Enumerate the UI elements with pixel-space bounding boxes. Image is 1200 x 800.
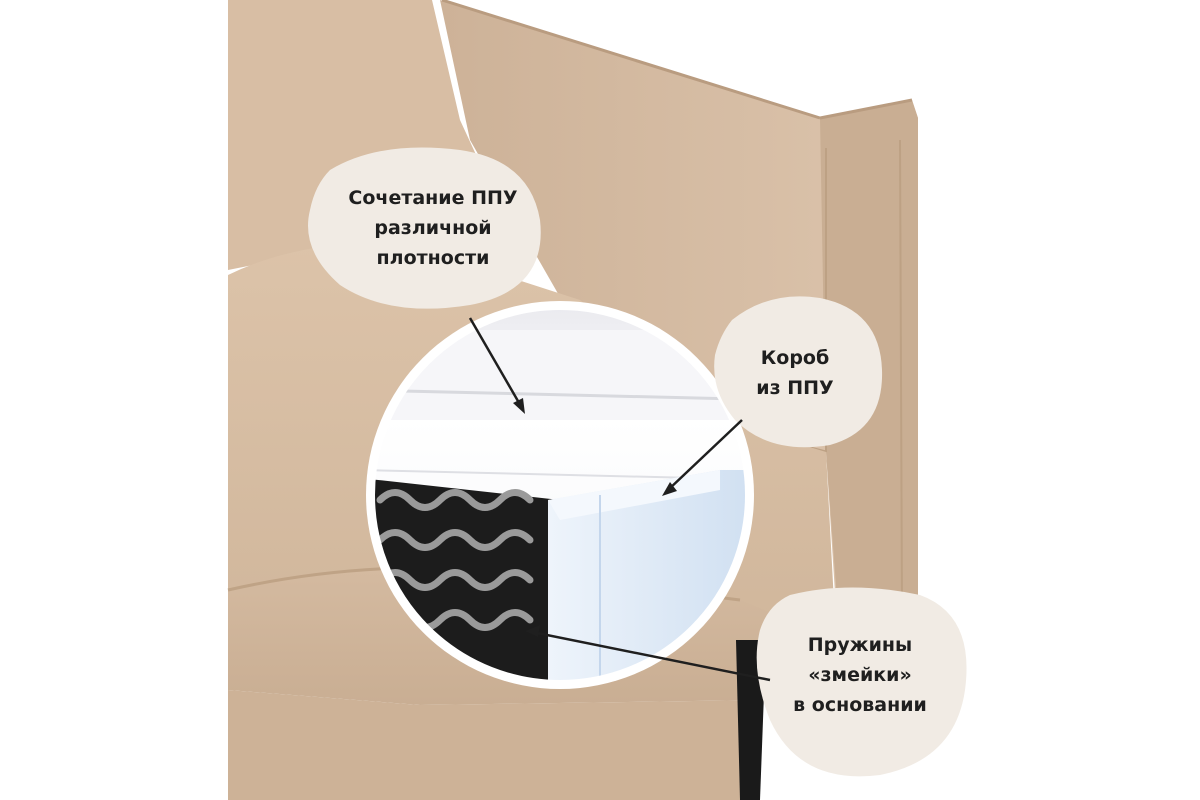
callout-box-line2: из ППУ	[756, 377, 834, 399]
callout-label-box: Короб из ППУ	[730, 343, 860, 403]
cutaway-circle	[366, 301, 754, 689]
sofa-leg	[736, 640, 766, 800]
callout-foam-line1: Сочетание ППУ	[348, 187, 518, 209]
callout-springs-line2: «змейки»	[808, 664, 912, 686]
callout-springs-line1: Пружины	[807, 634, 913, 656]
callout-bubble-foam	[308, 147, 541, 309]
pointer-arrow-box	[662, 419, 743, 496]
callout-bubble-box	[714, 296, 883, 448]
callout-bubble-springs	[756, 587, 967, 777]
callout-box-line1: Короб	[760, 347, 830, 369]
callout-label-springs: Пружины «змейки» в основании	[760, 630, 960, 720]
callout-springs-line3: в основании	[793, 694, 927, 716]
callout-foam-line2: различной	[374, 217, 492, 239]
callout-label-foam: Сочетание ППУ различной плотности	[318, 183, 548, 273]
pointer-arrow-foam	[468, 317, 525, 414]
pointer-arrow-springs	[525, 625, 771, 682]
callout-foam-line3: плотности	[376, 247, 490, 269]
